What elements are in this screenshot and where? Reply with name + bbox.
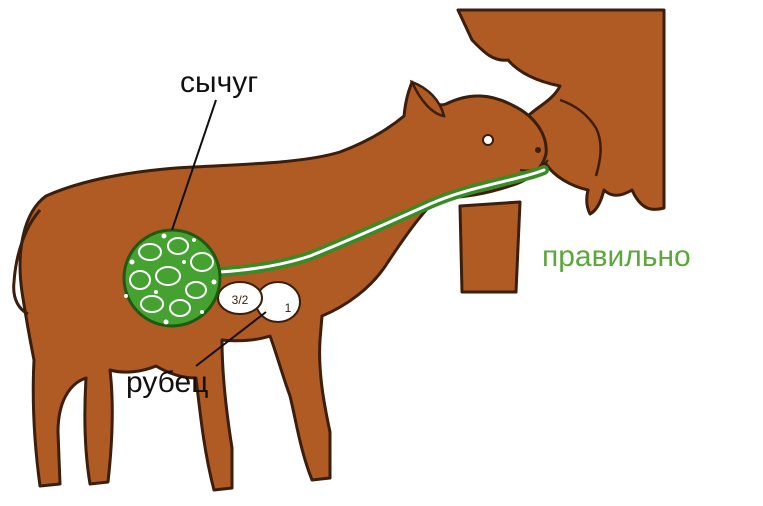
stomach-number-three-two: 3/2 [232, 293, 249, 307]
stomach-number-one: 1 [285, 301, 292, 315]
correct-label: правильно [542, 240, 691, 273]
calf-eye [483, 135, 493, 145]
calf-nostril [535, 147, 541, 153]
rumen-compartment-1 [256, 282, 300, 322]
mother-cow-leg [460, 202, 520, 292]
abomasum-label: сычуг [180, 66, 258, 99]
rumen-label: рубец [126, 366, 208, 399]
